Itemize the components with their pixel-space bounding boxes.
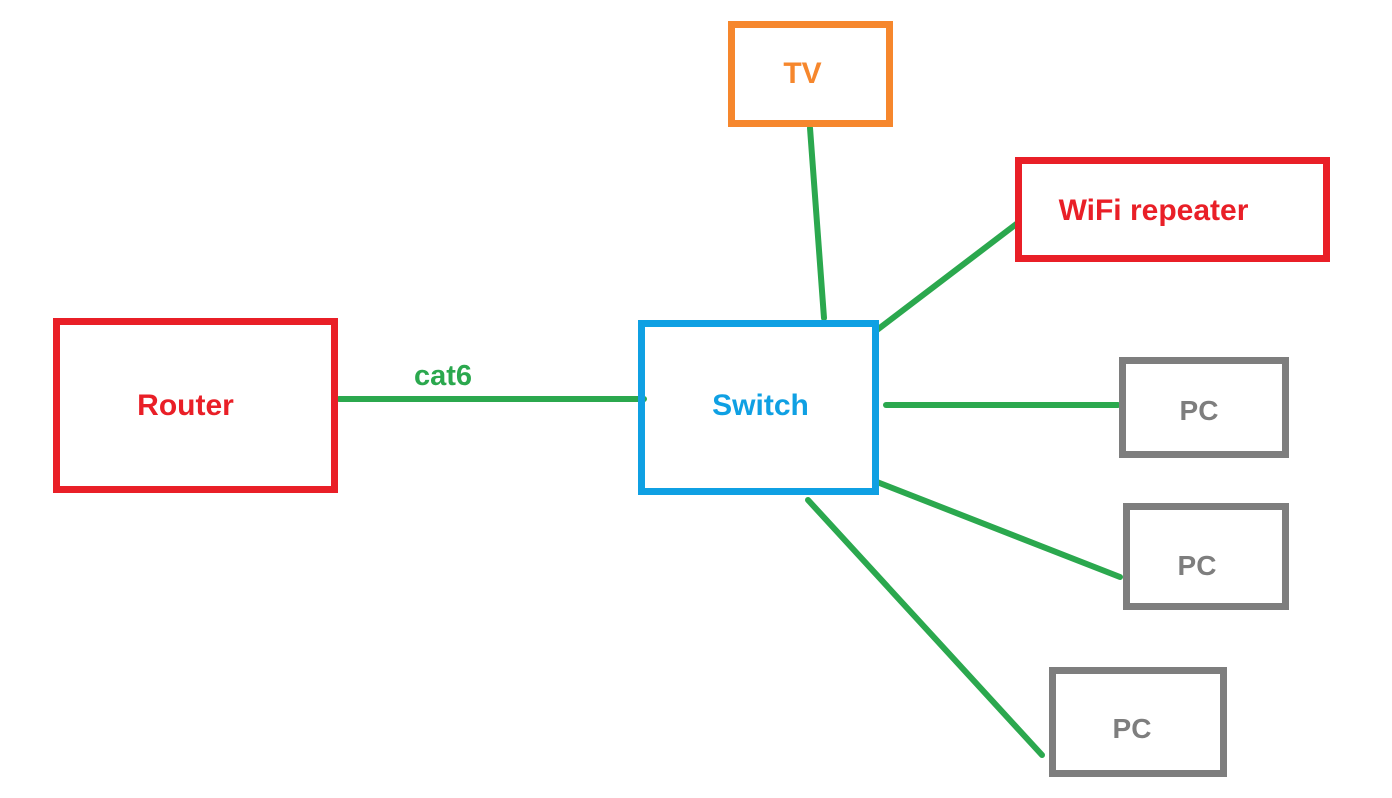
edge-label-cat6: cat6 xyxy=(414,360,473,392)
node-switch-label: Switch xyxy=(712,388,809,422)
edge-switch-pc-middle xyxy=(874,479,1123,580)
node-switch: Switch xyxy=(638,320,879,495)
node-tv: TV xyxy=(728,21,893,127)
node-pc-middle: PC xyxy=(1123,503,1289,610)
node-wifi-repeater: WiFi repeater xyxy=(1015,157,1330,262)
node-tv-label: TV xyxy=(783,57,822,90)
node-router: Router xyxy=(53,318,338,493)
node-router-label: Router xyxy=(137,388,234,422)
edge-tv-switch xyxy=(807,125,827,321)
edge-switch-wifi-repeater xyxy=(874,219,1022,333)
node-wifi-repeater-label: WiFi repeater xyxy=(1058,193,1249,227)
node-pc-bottom-label: PC xyxy=(1112,713,1152,744)
node-pc-bottom: PC xyxy=(1049,667,1227,777)
edge-switch-pc-bottom xyxy=(805,497,1045,758)
node-pc-top: PC xyxy=(1119,357,1289,458)
node-pc-top-label: PC xyxy=(1179,394,1219,426)
node-pc-middle-label: PC xyxy=(1177,549,1217,581)
